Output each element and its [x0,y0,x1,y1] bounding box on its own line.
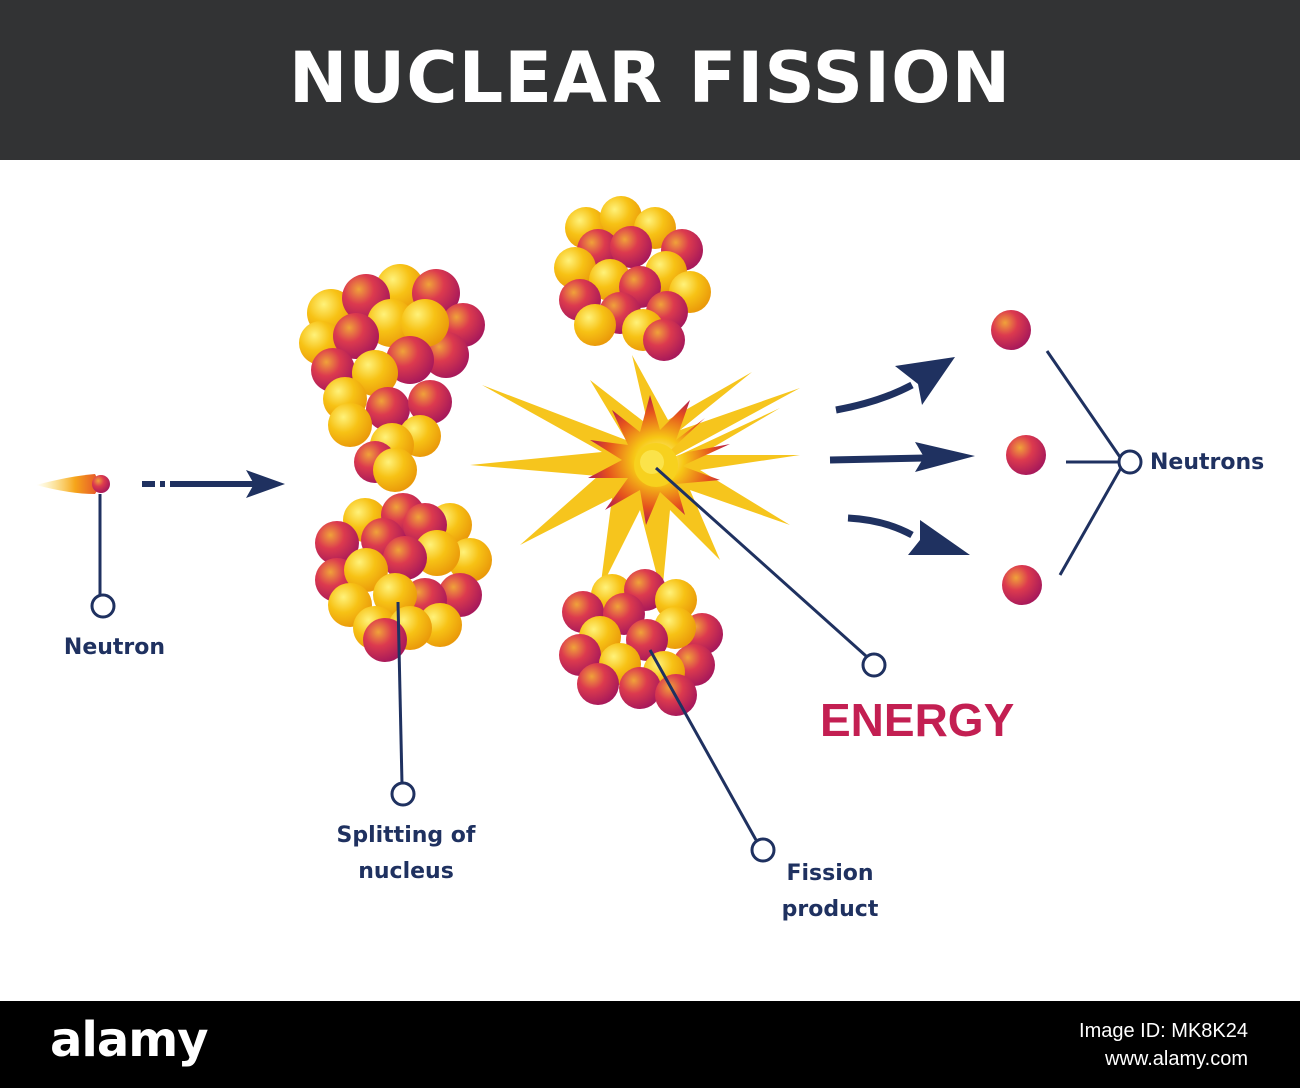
footer-bar [0,1001,1300,1088]
splitting-nucleus [299,264,492,662]
label-fission-line1: Fission [786,861,874,886]
fission-callout-dot [750,837,776,863]
footer-image-id: Image ID: MK8K24 [1079,1020,1248,1042]
incoming-arrow [142,470,285,498]
label-splitting-line2: nucleus [358,859,454,884]
label-splitting-line1: Splitting of [336,823,476,848]
energy-leader-line [654,466,868,658]
splitting-callout-dot [390,781,416,807]
fission-product-top [554,196,711,361]
outgoing-arrows [829,357,975,555]
label-fission-line2: product [781,897,879,922]
fission-leader-line [648,649,758,841]
label-energy: ENERGY [820,694,1015,746]
label-splitting: Splitting of nucleus [316,818,496,890]
label-neutrons: Neutrons [1150,450,1265,475]
diagram-title: NUCLEAR FISSION [288,37,1012,119]
fission-product-bottom [559,569,723,716]
fission-illustration [36,196,1143,863]
label-fission-product: Fission product [765,856,895,928]
neutrons-callout-dot [1117,449,1143,475]
label-neutron: Neutron [63,635,166,660]
footer-site: www.alamy.com [1105,1048,1248,1070]
neutron-callout-dot [90,593,116,619]
title-bar: NUCLEAR FISSION [0,0,1300,160]
footer-brand: alamy [50,1012,209,1068]
energy-burst [470,355,800,595]
neutrons-leader-lines [1045,350,1124,576]
incoming-neutron [36,474,110,494]
outgoing-neutrons [991,310,1046,605]
splitting-leader-line [396,601,404,785]
energy-callout-dot [861,652,887,678]
